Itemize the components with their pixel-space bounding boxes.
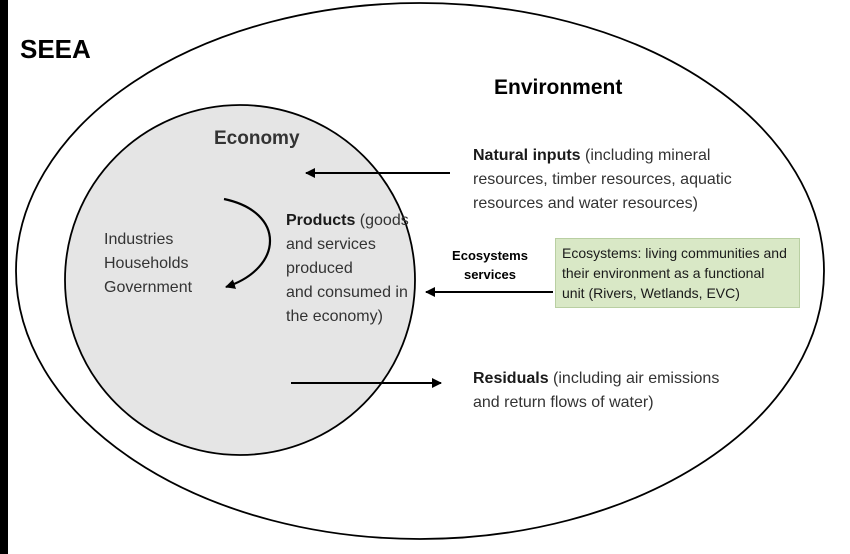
products-line-5: the economy) bbox=[286, 308, 383, 325]
economy-label: Economy bbox=[214, 128, 300, 149]
ecosystems-definition-box: Ecosystems: living communities and their… bbox=[555, 238, 800, 308]
actor-households: Households bbox=[104, 255, 189, 272]
economy-actors: Industries Households Government bbox=[104, 228, 192, 300]
ecosystems-box-line-2: their environment as a functional bbox=[562, 265, 765, 281]
environment-label: Environment bbox=[494, 76, 623, 99]
residuals-line-2: and return flows of water) bbox=[473, 394, 654, 411]
products-line-2: and services bbox=[286, 236, 376, 253]
actor-government: Government bbox=[104, 279, 193, 296]
products-heading: Products bbox=[286, 212, 356, 229]
residuals-text: Residuals (including air emissions and r… bbox=[473, 367, 719, 415]
actor-industries: Industries bbox=[104, 231, 174, 248]
residuals-heading: Residuals bbox=[473, 370, 549, 387]
ecosystem-services-label: Ecosystems services bbox=[452, 248, 528, 282]
natural-inputs-line-3: resources and water resources) bbox=[473, 195, 698, 212]
natural-inputs-line-2: resources, timber resources, aquatic bbox=[473, 171, 732, 188]
products-line-1: (goods bbox=[355, 212, 409, 229]
products-line-3: produced bbox=[286, 260, 353, 277]
products-flow-arrow bbox=[223, 197, 272, 289]
left-edge-bar bbox=[0, 0, 8, 554]
natural-inputs-heading: Natural inputs bbox=[473, 147, 581, 164]
products-line-4: and consumed in bbox=[286, 284, 408, 301]
residuals-line-1: (including air emissions bbox=[548, 370, 720, 387]
diagram-title: SEEA bbox=[20, 34, 91, 64]
natural-inputs-text: Natural inputs (including mineral resour… bbox=[473, 144, 732, 216]
ecosystems-box-line-1: Ecosystems: living communities and bbox=[562, 245, 787, 261]
ecosystems-box-line-3: unit (Rivers, Wetlands, EVC) bbox=[562, 285, 740, 301]
products-text: Products (goods and services produced an… bbox=[286, 209, 409, 329]
natural-inputs-line-1: (including mineral bbox=[580, 147, 711, 164]
